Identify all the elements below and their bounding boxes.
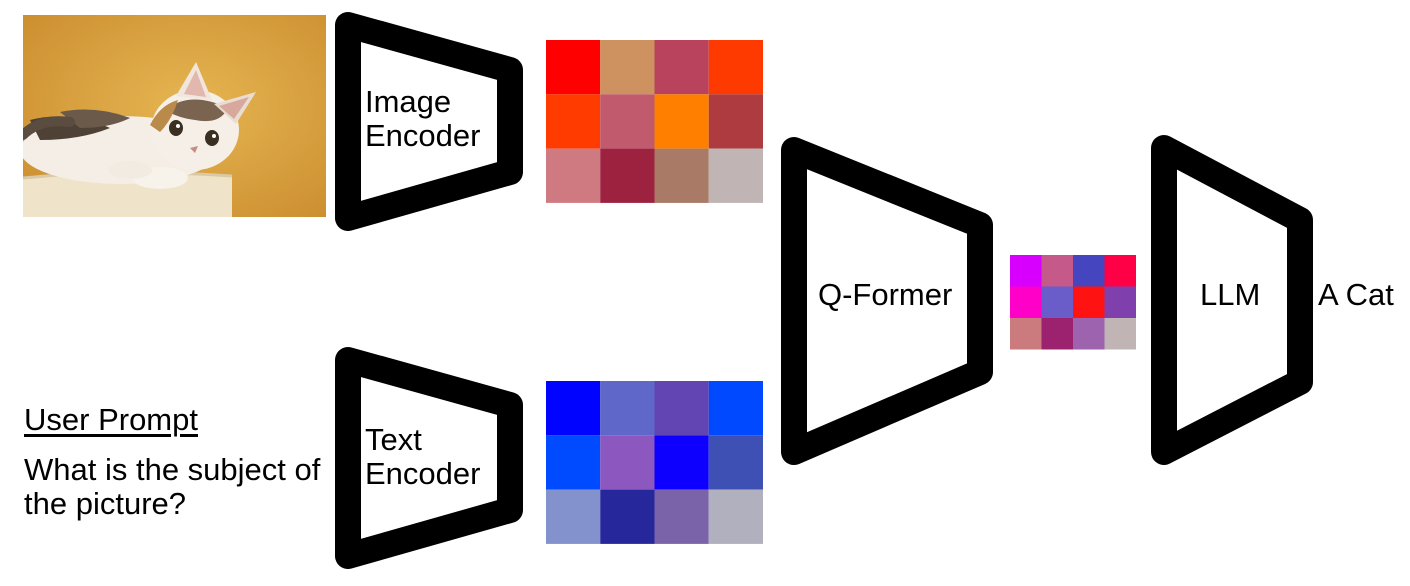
grid-cell bbox=[1041, 286, 1073, 318]
grid-cell bbox=[1010, 318, 1042, 350]
grid-cell bbox=[1104, 318, 1136, 350]
grid-cell bbox=[1073, 255, 1105, 287]
llm-shape bbox=[1151, 135, 1313, 465]
qformer-label: Q-Former bbox=[818, 277, 953, 312]
llm-label: LLM bbox=[1200, 277, 1261, 312]
grid-cell bbox=[1104, 286, 1136, 318]
grid-cell bbox=[546, 40, 601, 95]
image-feature-grid bbox=[546, 40, 763, 203]
grid-cell bbox=[1041, 255, 1073, 287]
grid-cell bbox=[708, 94, 763, 149]
grid-cell bbox=[1010, 255, 1042, 287]
grid-cell bbox=[546, 381, 601, 436]
text-encoder-shape bbox=[335, 347, 523, 569]
grid-cell bbox=[654, 94, 709, 149]
grid-cell bbox=[600, 94, 655, 149]
user-prompt-text: What is the subject of the picture? bbox=[24, 452, 321, 521]
output-label: A Cat bbox=[1318, 277, 1394, 312]
text-encoder-label: Text Encoder bbox=[365, 423, 480, 491]
fused-feature-grid bbox=[1010, 255, 1136, 350]
grid-cell bbox=[654, 40, 709, 95]
grid-cell bbox=[654, 489, 709, 544]
grid-cell bbox=[708, 381, 763, 436]
grid-cell bbox=[654, 381, 709, 436]
image-encoder-label-line2: Encoder bbox=[365, 118, 481, 153]
grid-cell bbox=[1073, 286, 1105, 318]
grid-cell bbox=[600, 40, 655, 95]
grid-cell bbox=[546, 489, 601, 544]
image-encoder-label: Image Encoder bbox=[365, 85, 480, 153]
grid-cell bbox=[708, 435, 763, 490]
grid-cell bbox=[600, 489, 655, 544]
input-image bbox=[23, 15, 326, 217]
text-encoder-label-line1: Text bbox=[365, 422, 422, 457]
grid-cell bbox=[600, 381, 655, 436]
grid-cell bbox=[546, 94, 601, 149]
grid-cell bbox=[654, 435, 709, 490]
user-prompt-heading: User Prompt bbox=[24, 402, 198, 437]
grid-cell bbox=[708, 40, 763, 95]
grid-cell bbox=[546, 148, 601, 203]
grid-cell bbox=[1041, 318, 1073, 350]
grid-cell bbox=[654, 148, 709, 203]
grid-cell bbox=[1073, 318, 1105, 350]
grid-cell bbox=[600, 435, 655, 490]
grid-cell bbox=[1104, 255, 1136, 287]
grid-cell bbox=[708, 489, 763, 544]
image-encoder-label-line1: Image bbox=[365, 84, 452, 119]
grid-cell bbox=[708, 148, 763, 203]
text-encoder-label-line2: Encoder bbox=[365, 456, 481, 491]
image-encoder-shape bbox=[335, 12, 523, 231]
grid-cell bbox=[600, 148, 655, 203]
grid-cell bbox=[1010, 286, 1042, 318]
grid-cell bbox=[546, 435, 601, 490]
qformer-shape bbox=[781, 137, 993, 465]
text-feature-grid bbox=[546, 381, 763, 544]
